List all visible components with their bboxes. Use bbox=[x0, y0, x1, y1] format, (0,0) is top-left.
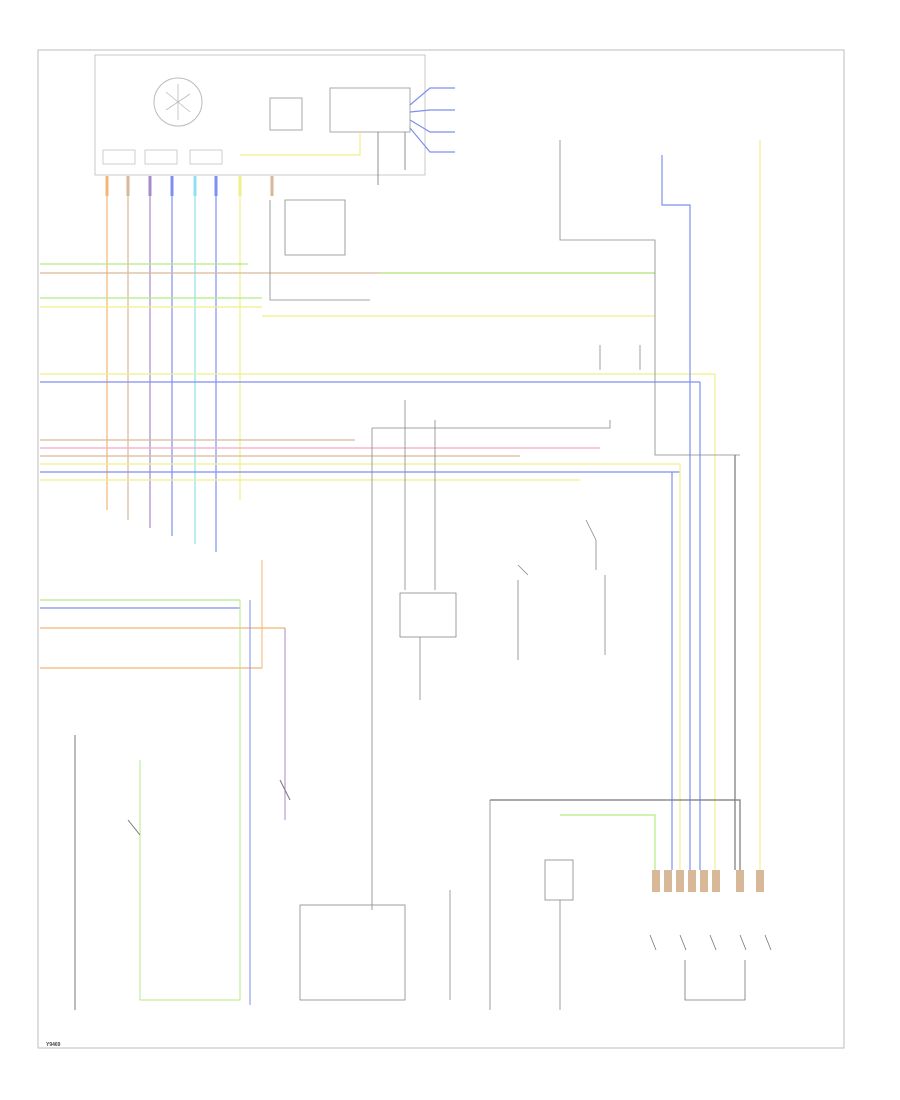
connector-pins-top bbox=[102, 149, 274, 196]
horizontal-bus-wires bbox=[40, 263, 715, 669]
instrument-cluster-area bbox=[94, 54, 455, 185]
gauge-icon bbox=[153, 77, 203, 127]
figure-code: Y9469 bbox=[46, 1042, 61, 1048]
bottom-center-unit bbox=[544, 859, 574, 901]
component-labels bbox=[40, 65, 92, 93]
cluster-box bbox=[94, 54, 426, 176]
switch-bank bbox=[649, 870, 772, 1001]
relay-box bbox=[269, 97, 303, 131]
control-unit-box bbox=[329, 87, 411, 133]
throttle-unit-box bbox=[299, 904, 406, 1001]
vss-box bbox=[399, 592, 457, 638]
center-components bbox=[269, 140, 740, 1010]
right-vertical-wires bbox=[490, 140, 761, 870]
lower-left-switches bbox=[74, 560, 291, 1010]
diagram-border bbox=[37, 49, 845, 1049]
